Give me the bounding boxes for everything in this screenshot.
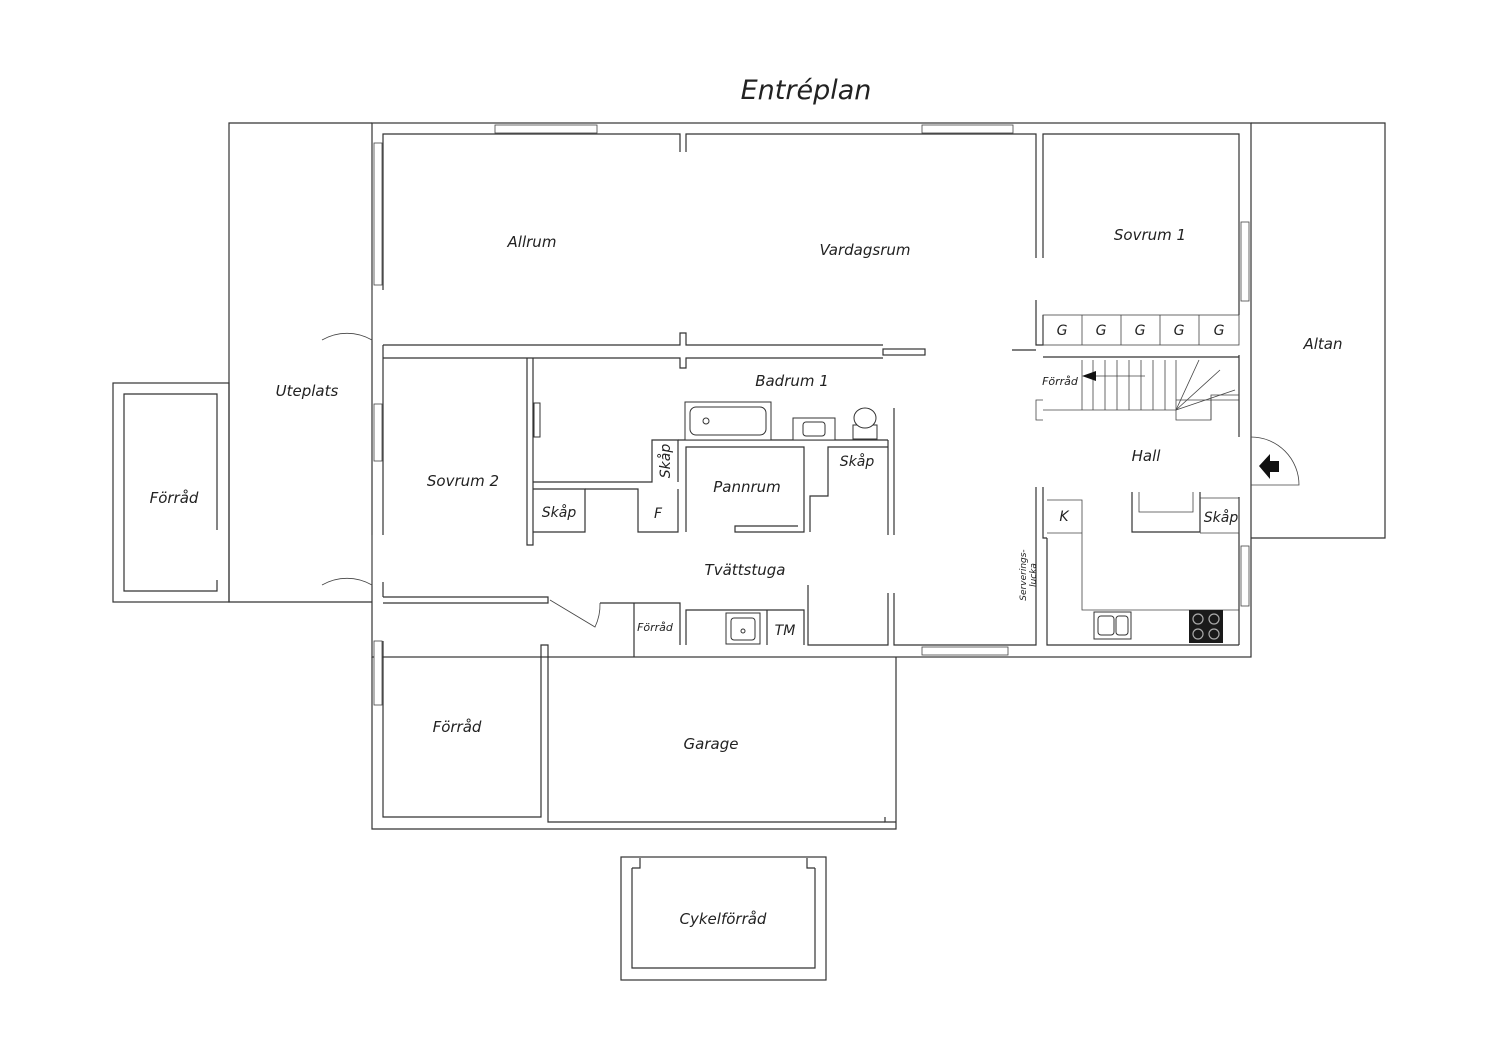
room-label-allrum: Allrum bbox=[507, 233, 557, 251]
room-label-f: F bbox=[654, 506, 663, 522]
sink-icon bbox=[792, 417, 836, 441]
wardrobe-label: G bbox=[1135, 323, 1146, 339]
laundry-sink-icon bbox=[725, 612, 761, 645]
room-label-hall: Hall bbox=[1132, 447, 1162, 465]
kitchen-sink-icon bbox=[1093, 611, 1132, 640]
room-label-skap-bath: Skåp bbox=[657, 444, 674, 479]
doors bbox=[321, 290, 1300, 628]
toilet-icon bbox=[852, 407, 878, 440]
stair-arrow-icon bbox=[1082, 371, 1096, 381]
room-label-sovrum-2: Sovrum 2 bbox=[427, 472, 499, 490]
room-label-skap-left: Skåp bbox=[542, 504, 577, 521]
stove-icon bbox=[1189, 610, 1223, 643]
room-label-forrad-bottom: Förråd bbox=[433, 718, 482, 736]
room-label-skap-hall: Skåp bbox=[1204, 509, 1239, 526]
wardrobe-label: G bbox=[1214, 323, 1225, 339]
plan-title: Entréplan bbox=[741, 75, 872, 106]
room-label-forrad-stair: Förråd bbox=[1042, 375, 1079, 388]
main-outer-walls bbox=[371, 122, 1252, 658]
room-label-k: K bbox=[1059, 509, 1070, 525]
bathtub-icon bbox=[684, 401, 772, 441]
room-label-sovrum-1: Sovrum 1 bbox=[1114, 226, 1186, 244]
room-label-garage: Garage bbox=[684, 735, 739, 753]
room-label-vardagsrum: Vardagsrum bbox=[820, 241, 911, 259]
wardrobe-label: G bbox=[1096, 323, 1107, 339]
room-label-serveringslucka-2: lucka bbox=[1029, 563, 1039, 587]
room-label-skap-pannrum: Skåp bbox=[840, 453, 875, 470]
room-label-serveringslucka-1: Serverings- bbox=[1019, 549, 1029, 600]
left-storage-outline bbox=[112, 382, 230, 603]
wardrobe-label: G bbox=[1174, 323, 1185, 339]
room-label-forrad-left: Förråd bbox=[150, 489, 199, 507]
entrance-arrow-icon bbox=[1259, 454, 1279, 479]
room-label-cykelforrad: Cykelförråd bbox=[680, 910, 767, 928]
radiator-icon bbox=[533, 402, 541, 438]
altan-area bbox=[1251, 122, 1386, 539]
room-label-badrum-1: Badrum 1 bbox=[755, 372, 829, 390]
windows bbox=[373, 124, 1250, 706]
cykelforrad-outline bbox=[620, 856, 827, 981]
interior-walls bbox=[383, 300, 1240, 657]
room-label-pannrum: Pannrum bbox=[713, 478, 781, 496]
room-label-altan: Altan bbox=[1302, 335, 1342, 353]
room-label-tvattstuga: Tvättstuga bbox=[705, 561, 786, 579]
room-label-uteplats: Uteplats bbox=[276, 382, 339, 400]
room-label-forrad-small: Förråd bbox=[637, 621, 674, 634]
room-label-tm: TM bbox=[775, 623, 796, 639]
garage-wing bbox=[371, 641, 897, 830]
wardrobe-label: G bbox=[1057, 323, 1068, 339]
uteplats-area bbox=[228, 122, 372, 603]
